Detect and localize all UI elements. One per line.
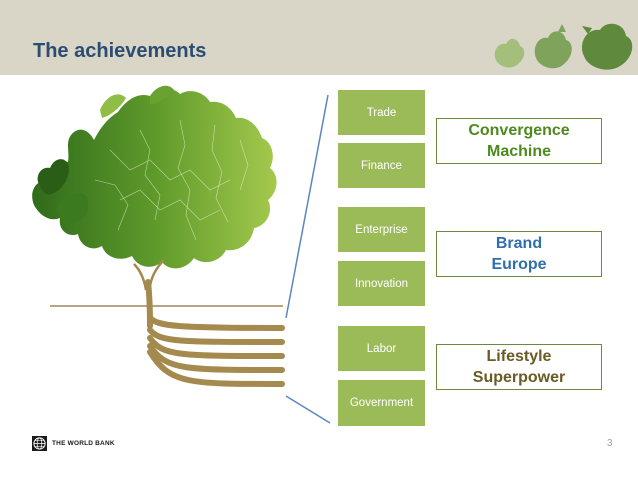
world-bank-text: THE WORLD BANK [52, 440, 115, 447]
bracket-line-bottom [285, 395, 331, 424]
pillar-finance: Finance [338, 143, 425, 188]
world-bank-globe-icon [32, 436, 47, 451]
europe-map-tree-icon [32, 85, 277, 269]
goal-line-1: Lifestyle [486, 348, 552, 365]
slide-title: The achievements [33, 40, 207, 62]
pillar-enterprise: Enterprise [338, 207, 425, 252]
world-bank-logo: THE WORLD BANK [32, 436, 115, 451]
pillar-innovation: Innovation [338, 261, 425, 306]
bracket-line-top [285, 94, 329, 319]
header-band [0, 0, 638, 75]
page-number: 3 [607, 438, 613, 449]
goal-line-2: Superpower [472, 369, 566, 386]
goal-line-1: Convergence [468, 122, 570, 139]
goal-line-2: Machine [486, 143, 551, 160]
pillar-trade: Trade [338, 90, 425, 135]
pillar-government: Government [338, 380, 425, 426]
tree-roots [145, 279, 285, 387]
pillar-labor: Labor [338, 326, 425, 371]
goal-line-1: Brand [495, 235, 543, 252]
europe-map-header-icon [494, 23, 633, 70]
europe-tree-illustration [32, 85, 331, 424]
goal-line-2: Europe [491, 256, 547, 273]
